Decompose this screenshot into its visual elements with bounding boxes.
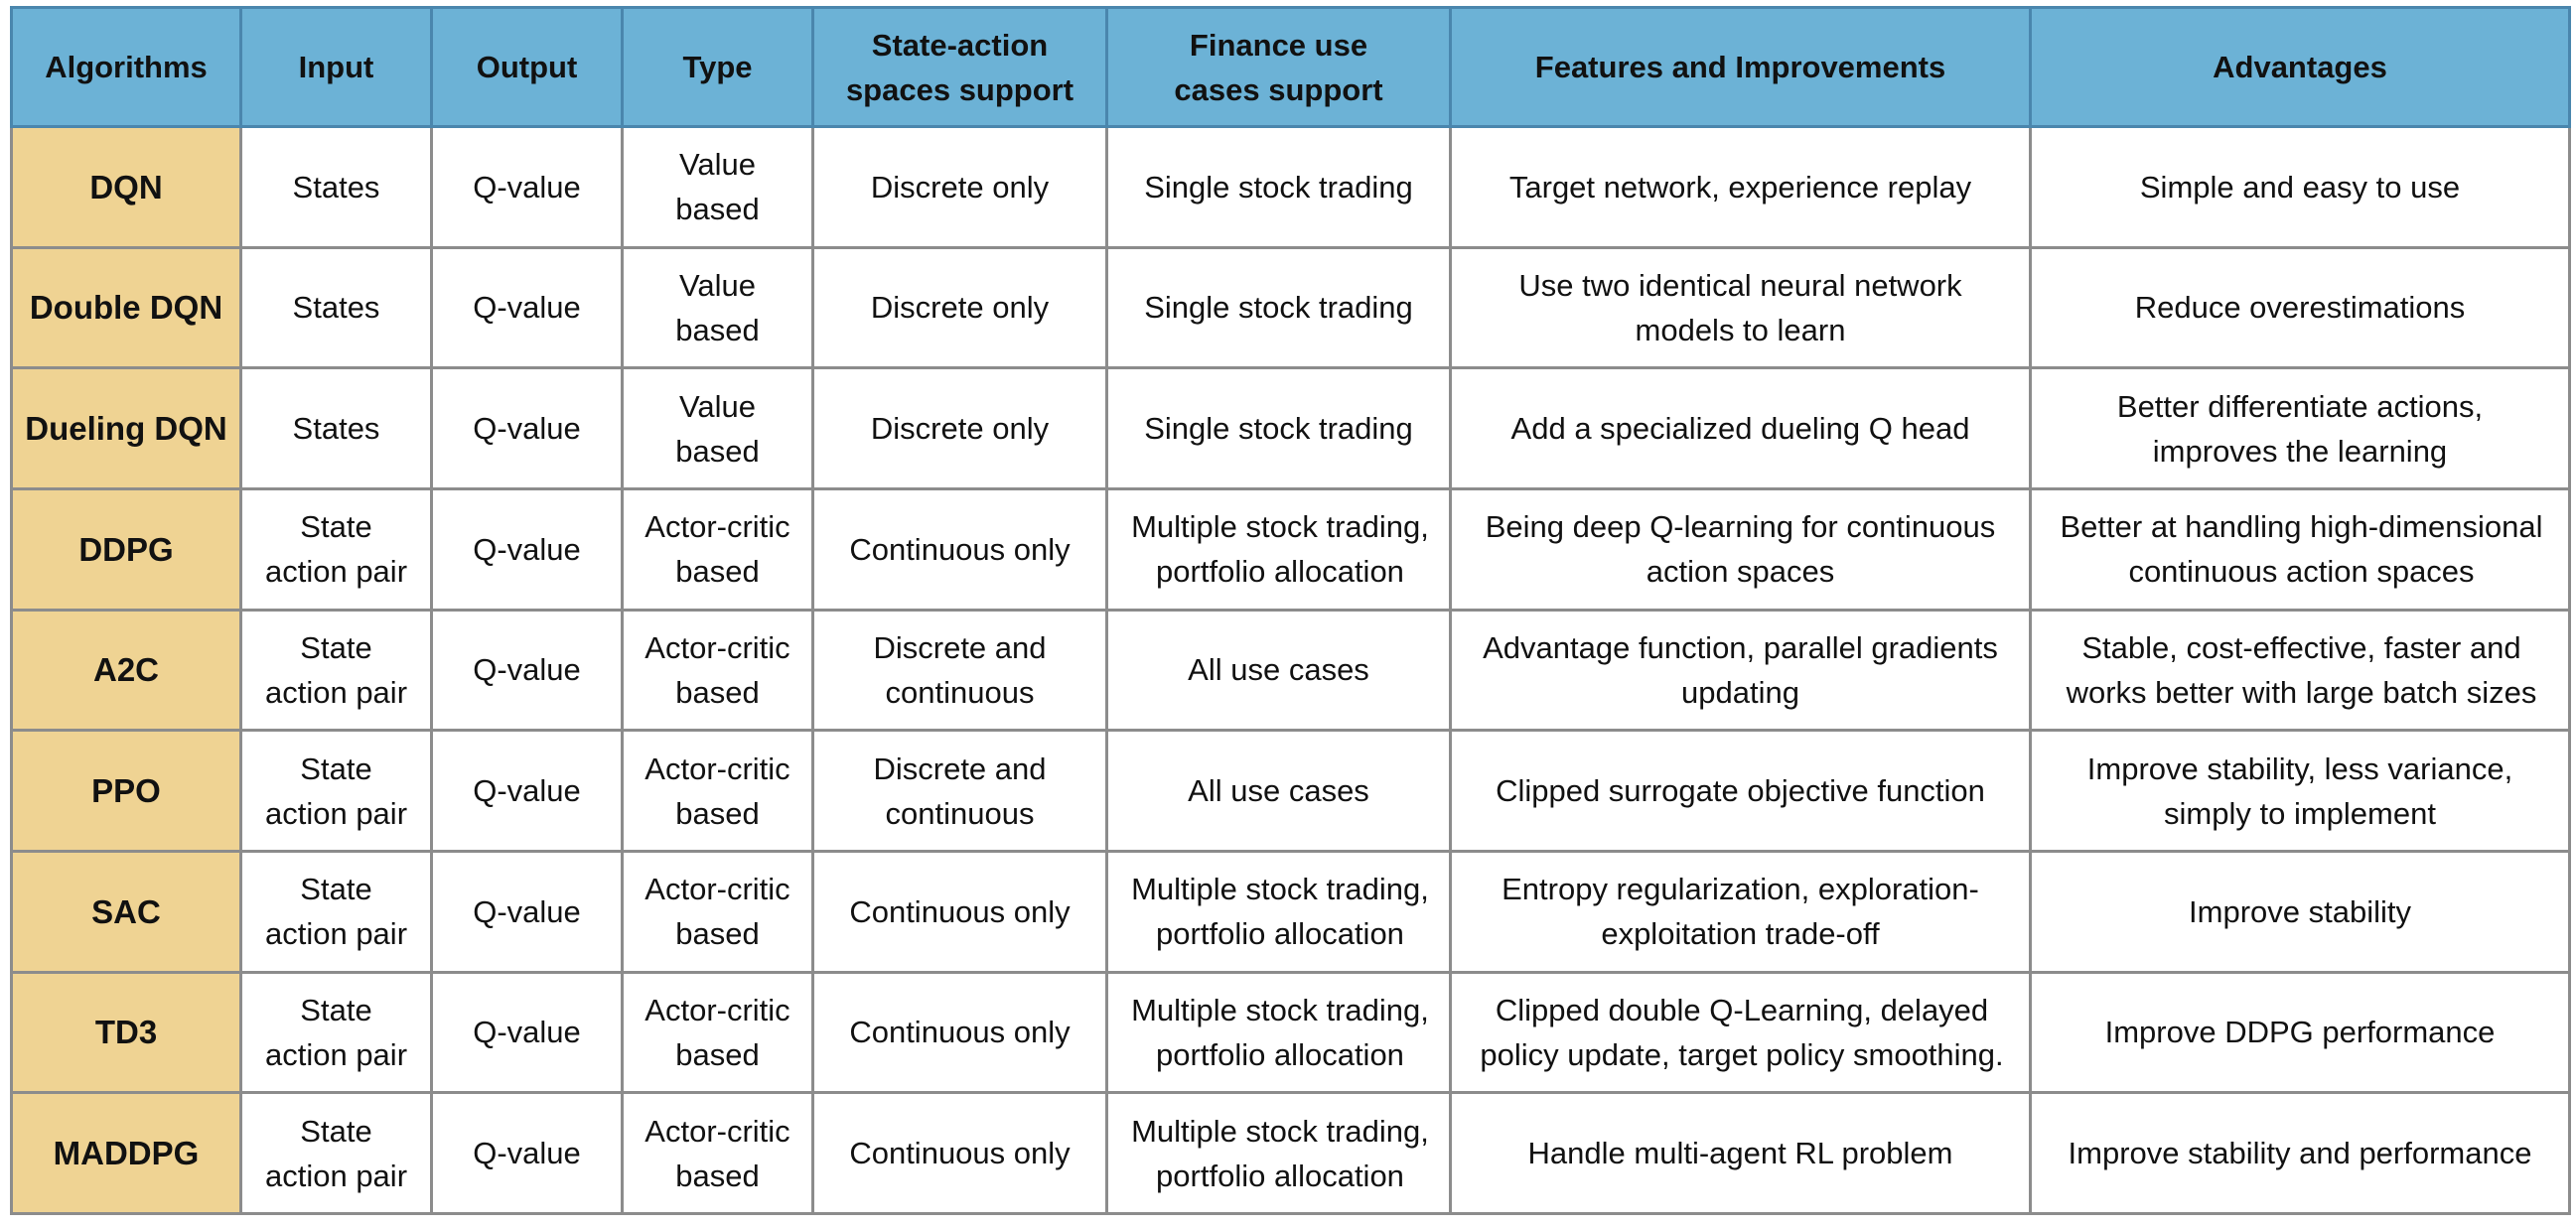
header-type: Type — [621, 6, 814, 128]
cell-type: Value based — [621, 245, 814, 370]
cell-input: States — [239, 125, 433, 249]
cell-spaces-support: Continuous only — [811, 970, 1108, 1095]
cell-algorithm: SAC — [10, 849, 242, 974]
cell-type: Actor-critic based — [621, 729, 814, 853]
header-output: Output — [430, 6, 624, 128]
cell-advantages: Improve stability and performance — [2029, 1091, 2571, 1215]
header-input: Input — [239, 6, 433, 128]
cell-use-cases: Single stock trading — [1105, 245, 1452, 370]
cell-advantages: Improve DDPG performance — [2029, 970, 2571, 1095]
table-row: Dueling DQN States Q-value Value based D… — [10, 366, 2571, 490]
header-features: Features and Improvements — [1449, 6, 2032, 128]
cell-algorithm: Double DQN — [10, 245, 242, 370]
algorithms-comparison-table: Algorithms Input Output Type State-actio… — [10, 6, 2571, 1215]
cell-advantages: Simple and easy to use — [2029, 125, 2571, 249]
cell-output: Q-value — [430, 608, 624, 733]
cell-features: Clipped double Q-Learning, delayed polic… — [1449, 970, 2032, 1095]
cell-input: State action pair — [239, 970, 433, 1095]
cell-input: States — [239, 366, 433, 490]
cell-features: Entropy regularization, exploration-expl… — [1449, 849, 2032, 974]
cell-use-cases: Multiple stock trading, portfolio alloca… — [1105, 1091, 1452, 1215]
cell-output: Q-value — [430, 1091, 624, 1215]
cell-features: Use two identical neural network models … — [1449, 245, 2032, 370]
cell-features: Target network, experience replay — [1449, 125, 2032, 249]
cell-output: Q-value — [430, 125, 624, 249]
cell-type: Value based — [621, 366, 814, 490]
cell-spaces-support: Continuous only — [811, 1091, 1108, 1215]
cell-spaces-support: Continuous only — [811, 849, 1108, 974]
cell-use-cases: Multiple stock trading, portfolio alloca… — [1105, 486, 1452, 612]
cell-type: Actor-critic based — [621, 486, 814, 612]
cell-input: State action pair — [239, 486, 433, 612]
cell-type: Actor-critic based — [621, 970, 814, 1095]
cell-algorithm: DDPG — [10, 486, 242, 612]
table-row: DQN States Q-value Value based Discrete … — [10, 125, 2571, 249]
cell-input: State action pair — [239, 729, 433, 853]
cell-spaces-support: Discrete and continuous — [811, 608, 1108, 733]
cell-features: Being deep Q-learning for continuous act… — [1449, 486, 2032, 612]
comparison-table-container: Algorithms Input Output Type State-actio… — [10, 6, 2571, 1215]
cell-algorithm: TD3 — [10, 970, 242, 1095]
cell-output: Q-value — [430, 486, 624, 612]
table-row: DDPG State action pair Q-value Actor-cri… — [10, 486, 2571, 612]
cell-algorithm: A2C — [10, 608, 242, 733]
header-finance-use-cases: Finance use cases support — [1105, 6, 1452, 128]
cell-algorithm: PPO — [10, 729, 242, 853]
cell-output: Q-value — [430, 245, 624, 370]
cell-algorithm: DQN — [10, 125, 242, 249]
cell-type: Value based — [621, 125, 814, 249]
cell-advantages: Reduce overestimations — [2029, 245, 2571, 370]
cell-spaces-support: Discrete only — [811, 366, 1108, 490]
table-row: PPO State action pair Q-value Actor-crit… — [10, 729, 2571, 853]
table-row: TD3 State action pair Q-value Actor-crit… — [10, 970, 2571, 1095]
cell-input: State action pair — [239, 608, 433, 733]
cell-features: Advantage function, parallel gradients u… — [1449, 608, 2032, 733]
cell-use-cases: Single stock trading — [1105, 366, 1452, 490]
cell-input: States — [239, 245, 433, 370]
table-row: MADDPG State action pair Q-value Actor-c… — [10, 1091, 2571, 1215]
cell-input: State action pair — [239, 849, 433, 974]
table-row: Double DQN States Q-value Value based Di… — [10, 245, 2571, 370]
header-advantages: Advantages — [2029, 6, 2571, 128]
cell-use-cases: All use cases — [1105, 729, 1452, 853]
cell-output: Q-value — [430, 849, 624, 974]
cell-advantages: Improve stability — [2029, 849, 2571, 974]
cell-input: State action pair — [239, 1091, 433, 1215]
cell-use-cases: All use cases — [1105, 608, 1452, 733]
cell-advantages: Better differentiate actions, improves t… — [2029, 366, 2571, 490]
table-row: SAC State action pair Q-value Actor-crit… — [10, 849, 2571, 974]
cell-use-cases: Multiple stock trading, portfolio alloca… — [1105, 849, 1452, 974]
cell-advantages: Improve stability, less variance, simply… — [2029, 729, 2571, 853]
cell-spaces-support: Discrete only — [811, 125, 1108, 249]
cell-advantages: Stable, cost-effective, faster and works… — [2029, 608, 2571, 733]
header-algorithms: Algorithms — [10, 6, 242, 128]
cell-spaces-support: Continuous only — [811, 486, 1108, 612]
table-header-row: Algorithms Input Output Type State-actio… — [10, 6, 2571, 128]
cell-output: Q-value — [430, 366, 624, 490]
cell-advantages: Better at handling high-dimensional cont… — [2029, 486, 2571, 612]
cell-type: Actor-critic based — [621, 1091, 814, 1215]
cell-spaces-support: Discrete and continuous — [811, 729, 1108, 853]
cell-output: Q-value — [430, 970, 624, 1095]
cell-features: Handle multi-agent RL problem — [1449, 1091, 2032, 1215]
cell-algorithm: Dueling DQN — [10, 366, 242, 490]
cell-use-cases: Single stock trading — [1105, 125, 1452, 249]
cell-type: Actor-critic based — [621, 849, 814, 974]
cell-algorithm: MADDPG — [10, 1091, 242, 1215]
cell-use-cases: Multiple stock trading, portfolio alloca… — [1105, 970, 1452, 1095]
cell-features: Clipped surrogate objective function — [1449, 729, 2032, 853]
cell-output: Q-value — [430, 729, 624, 853]
cell-spaces-support: Discrete only — [811, 245, 1108, 370]
cell-features: Add a specialized dueling Q head — [1449, 366, 2032, 490]
cell-type: Actor-critic based — [621, 608, 814, 733]
table-row: A2C State action pair Q-value Actor-crit… — [10, 608, 2571, 733]
header-state-action-spaces: State-action spaces support — [811, 6, 1108, 128]
